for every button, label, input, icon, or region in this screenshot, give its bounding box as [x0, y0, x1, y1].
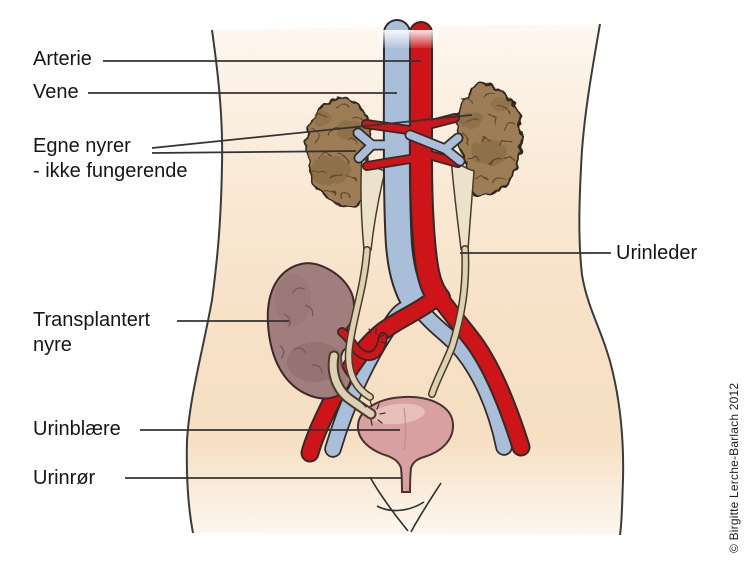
pointer-egne-nyrer-right: [151, 114, 473, 149]
pubic-outline: [369, 476, 442, 533]
ureter-anastomosis-stitches: [361, 400, 386, 426]
label-egne-nyrer-line1: Egne nyrer: [33, 135, 131, 157]
label-arterie: Arterie: [33, 48, 92, 70]
pointer-lines: [88, 60, 611, 479]
renal-arteries: [361, 113, 463, 171]
ureter-left-old: [344, 246, 374, 401]
torso-outline-left: [185, 29, 224, 534]
artery-anastomosis-stitches: [368, 328, 387, 344]
bladder: [356, 395, 455, 493]
label-vene: Vene: [33, 81, 79, 103]
label-transplantert: Transplantert nyre: [33, 308, 150, 358]
label-egne-nyrer: Egne nyrer - ikke fungerende: [33, 134, 188, 184]
transplant-ureter: [327, 350, 386, 426]
label-transplantert-line2: nyre: [33, 334, 72, 356]
label-urinblaere: Urinblære: [33, 418, 121, 440]
label-urinroer: Urinrør: [33, 467, 96, 489]
ureter-right-old: [428, 245, 470, 398]
label-egne-nyrer-line2: - ikke fungerende: [33, 160, 188, 182]
renal-vein-right: [404, 129, 466, 167]
vessel-top-fade: [378, 30, 438, 48]
renal-pelvis-right: [450, 155, 475, 250]
pointer-egne-nyrer-left: [151, 150, 357, 154]
label-transplantert-line1: Transplantert: [33, 309, 151, 331]
torso-outline-right: [578, 23, 625, 536]
credit-text: © Birgitte Lerche-Barlach 2012: [727, 382, 741, 553]
label-urinleder: Urinleder: [616, 242, 698, 264]
